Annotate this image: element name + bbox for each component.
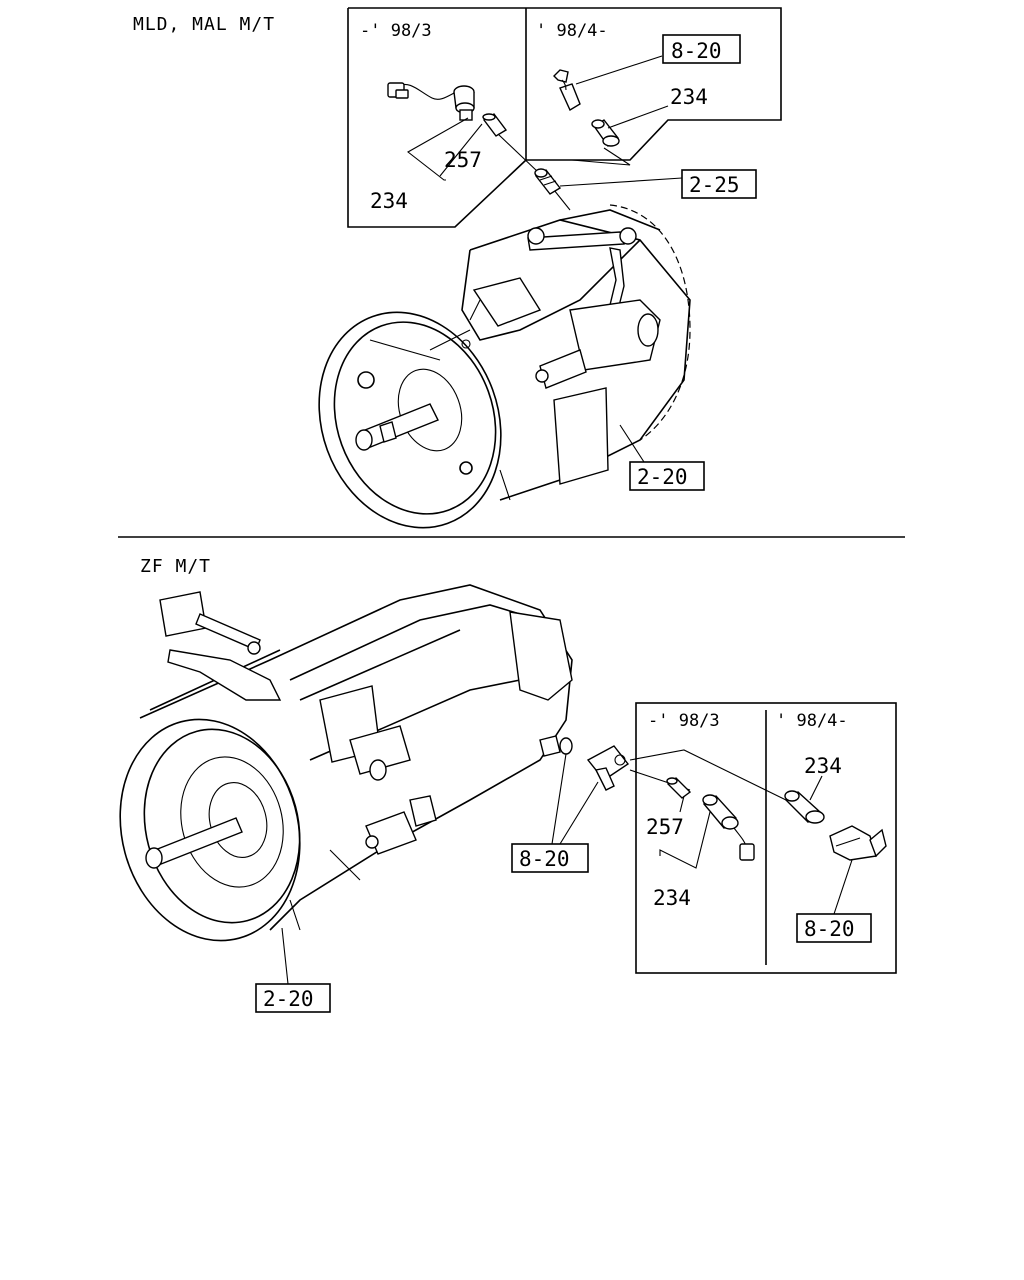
top-transmission-illustration [318, 204, 691, 529]
bottom-right-callouts: 234 8-20 [796, 754, 872, 943]
bottom-connector-lines [629, 749, 787, 801]
bottom-ref-8-20-callout: 8-20 [511, 753, 599, 873]
top-heading: MLD, MAL M/T [133, 14, 275, 35]
top-ref-2-20: 2-20 [637, 465, 688, 489]
top-inset: -' 98/3 ' 98/4- [347, 7, 782, 228]
bottom-adapter [586, 745, 630, 791]
top-sleeve-257 [482, 113, 508, 137]
top-inset-right-period: ' 98/4- [536, 21, 608, 41]
bottom-label-234-right: 234 [804, 754, 842, 778]
top-ref-2-20-callout: 2-20 [619, 424, 705, 491]
bottom-label-257: 257 [646, 815, 684, 839]
bottom-left-callouts: 257 234 [646, 795, 711, 910]
top-harness-clip [553, 69, 581, 112]
top-right-callouts: 8-20 234 [575, 34, 741, 129]
bottom-ref-box-8-20-right [796, 913, 872, 943]
top-switch [534, 168, 562, 195]
bottom-ref-2-20-callout: 2-20 [255, 927, 331, 1013]
bottom-ref-box-2-20 [255, 983, 331, 1013]
bottom-transmission-illustration [119, 584, 573, 942]
top-inset-left-period: -' 98/3 [360, 21, 432, 41]
bottom-nut [559, 737, 573, 755]
bottom-harness-clip [829, 825, 887, 861]
bottom-ref-box-8-20-left [511, 843, 589, 873]
bottom-ref-8-20-right: 8-20 [804, 917, 855, 941]
top-label-234-right: 234 [670, 85, 708, 109]
top-ref-box-2-25 [681, 169, 757, 199]
top-connector-lines [497, 133, 631, 211]
bottom-ref-8-20-left: 8-20 [519, 847, 570, 871]
bottom-ref-2-20: 2-20 [263, 987, 314, 1011]
bottom-inset: -' 98/3 ' 98/4- [635, 702, 897, 974]
top-ref-box-8-20 [662, 34, 741, 64]
top-speed-sensor-new [591, 119, 620, 148]
bottom-sensor-with-harness [702, 794, 755, 861]
bottom-inset-left-period: -' 98/3 [648, 711, 720, 731]
bottom-inset-right-period: ' 98/4- [776, 711, 848, 731]
top-label-257: 257 [444, 148, 482, 172]
top-sensor-with-harness [387, 82, 475, 121]
top-ref-2-25: 2-25 [689, 173, 740, 197]
top-ref-8-20: 8-20 [671, 39, 722, 63]
top-label-234-left: 234 [370, 189, 408, 213]
bottom-label-234-left: 234 [653, 886, 691, 910]
top-left-callouts: 257 234 [370, 117, 483, 213]
bottom-sleeve-257 [666, 777, 692, 799]
top-ref-2-25-callout: 2-25 [559, 169, 757, 199]
bottom-heading: ZF M/T [140, 556, 211, 577]
bottom-speed-sensor-new [784, 790, 825, 824]
top-ref-box-2-20 [629, 461, 705, 491]
